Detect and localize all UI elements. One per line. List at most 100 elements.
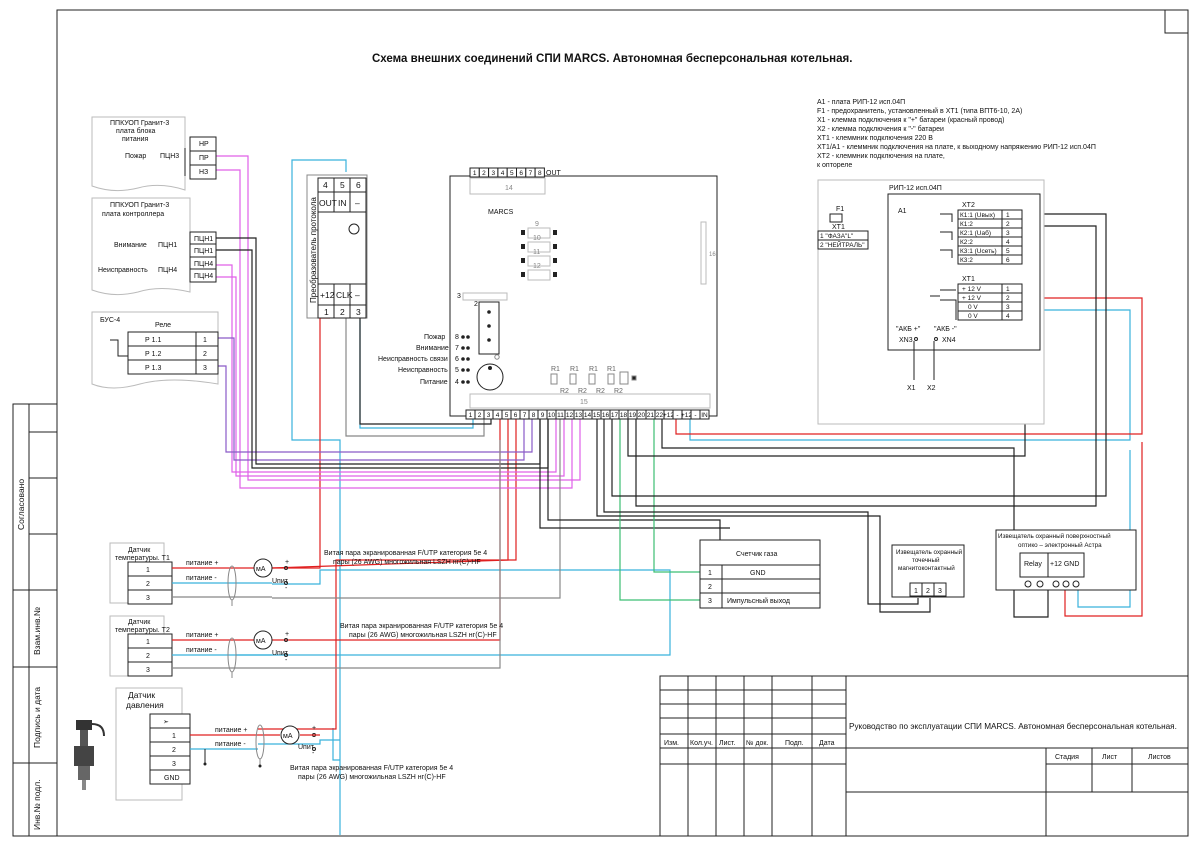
r2-label: R2 xyxy=(614,388,623,395)
astra-line: Извещатель охранный поверхностный xyxy=(998,532,1111,540)
conv-bot-num: 1 xyxy=(324,307,329,317)
gas-meter: Счетчик газа 1 GND 2 3 Импульсный выход xyxy=(699,539,821,609)
term-nz: НЗ xyxy=(199,169,208,176)
side-num: 16 xyxy=(709,252,716,258)
marcs-small-connectors: 9 10 11 12 xyxy=(521,221,557,281)
vert-num: 2 xyxy=(474,301,478,308)
relay-row-a: Р 1.1 xyxy=(145,337,161,344)
protocol-converter: Преобразователь протокола 4 5 6 OUT IN –… xyxy=(306,174,368,319)
led-label: Питание xyxy=(420,379,448,386)
t1-row: 3 xyxy=(146,595,150,602)
conv-label: Преобразователь протокола xyxy=(309,197,318,303)
pressure-sp: + xyxy=(312,725,316,732)
mag-line: точечный xyxy=(912,556,940,564)
temp-sensor-t2: Датчик температуры. Т2 1 2 3 питание + п… xyxy=(109,615,503,678)
conv-bot-label: CLK xyxy=(336,290,353,300)
pin-label: 15 xyxy=(593,412,601,419)
conv-bot-label: – xyxy=(355,290,360,300)
pin-label: 1 xyxy=(473,170,477,177)
gas-meter-name: Счетчик газа xyxy=(736,551,777,558)
conv-top-num: 4 xyxy=(323,180,328,190)
marcs-leds: Пожар Внимание Неисправность связи Неисп… xyxy=(378,334,470,386)
t1-name: температуры. Т1 xyxy=(115,555,170,562)
t1-u: Uпит xyxy=(272,578,289,585)
pin-label: 22 xyxy=(656,412,664,419)
xt1-num: 3 xyxy=(1006,304,1010,311)
pin-label: 4 xyxy=(501,170,505,177)
note-line: к оптореле xyxy=(817,162,852,169)
mag-line: Извещатель охранный xyxy=(896,548,963,556)
t2-minus: питание - xyxy=(186,647,217,654)
signal-fault: Неисправность xyxy=(98,267,148,274)
t2-plus: питание + xyxy=(186,632,218,639)
pressure-name: давления xyxy=(126,700,164,710)
xt2-num: 6 xyxy=(1006,257,1010,264)
pressure-name: Датчик xyxy=(128,690,155,700)
marcs-side-header: 16 xyxy=(700,221,716,285)
t1-row: 2 xyxy=(146,581,150,588)
f1-label: F1 xyxy=(836,206,844,213)
pin-label: 2 xyxy=(482,170,486,177)
xt2-row: К2:1 (Uаб) xyxy=(960,229,991,237)
relay-row-a: Р 1.2 xyxy=(145,351,161,358)
bus4-name: БУС-4 xyxy=(100,317,120,324)
pressure-transducer-icon xyxy=(74,720,105,790)
side-labels: Согласовано Взам.инв.№ Подпись и дата Ин… xyxy=(16,479,42,830)
akb-plus: "АКБ +" xyxy=(896,326,921,333)
t2-cable: Витая пара экранированная F/UTP категори… xyxy=(340,623,503,630)
t2-name: температуры. Т2 xyxy=(115,627,170,634)
mag-term: 1 xyxy=(914,588,918,595)
astra-detector: Извещатель охранный поверхностный оптико… xyxy=(995,529,1137,591)
xt1-num: 2 xyxy=(1006,295,1010,302)
relay-row-a: Р 1.3 xyxy=(145,365,161,372)
ppkuop-power-board: ППКУОП Гранит-3 плата блока питания Пожа… xyxy=(91,116,217,192)
stamp-col: Подп. xyxy=(785,740,804,747)
mag-term: 3 xyxy=(938,588,942,595)
rip-a1: А1 xyxy=(898,208,907,215)
pin-label: 7 xyxy=(523,412,527,419)
t2-row: 2 xyxy=(146,653,150,660)
led-num: 6 xyxy=(455,356,459,363)
hdr-num: 3 xyxy=(457,293,461,300)
ppkuop-controller-board: ППКУОП Гранит-3 плата контроллера Вниман… xyxy=(91,197,217,296)
t2-sp: + xyxy=(285,631,289,638)
pressure-cable: пары (26 AWG) многожильная LSZH нг(С)-HF xyxy=(298,774,446,781)
astra-power: +12 GND xyxy=(1050,561,1079,568)
conv-top-num: 6 xyxy=(356,180,361,190)
xt1-num: 1 xyxy=(1006,286,1010,293)
rip-xt1: ХТ1 xyxy=(962,276,975,283)
bus4-block: БУС-4 Реле Р 1.1 1 Р 1.2 2 Р 1.3 3 xyxy=(91,311,219,389)
relay-row-b: 3 xyxy=(203,365,207,372)
pin-label: 17 xyxy=(611,412,619,419)
conv-bot-num: 3 xyxy=(356,307,361,317)
ppkuop1-sub1: плата блока xyxy=(116,127,156,135)
gas-row-num: 2 xyxy=(708,584,712,591)
stamp-sheet: Лист xyxy=(1102,754,1118,761)
fuse-row: 2 "НЕЙТРАЛЬ" xyxy=(820,240,865,249)
mag-line: магнитоконтактный xyxy=(898,564,955,572)
stamp-stage: Стадия xyxy=(1055,754,1079,761)
stamp-sheets: Листов xyxy=(1148,754,1171,761)
pressure-minus: питание - xyxy=(215,741,246,748)
pin-label: 21 xyxy=(647,412,655,419)
led-label: Внимание xyxy=(416,345,449,352)
side-inv-orig: Инв.№ подл. xyxy=(32,779,42,830)
t1-name: Датчик xyxy=(128,547,151,554)
r1-label: R1 xyxy=(551,366,560,373)
pin-label: 1 xyxy=(469,412,473,419)
astra-line: оптико – электронный Астра xyxy=(1018,541,1102,549)
stamp-col: Кол.уч. xyxy=(690,740,713,747)
marcs-bottom-num: 15 xyxy=(580,399,588,406)
pin-label: 5 xyxy=(510,170,514,177)
xt2-num: 1 xyxy=(1006,212,1010,219)
gas-row-label: Импульсный выход xyxy=(727,597,790,605)
xt2-row: К3:2 xyxy=(960,257,973,264)
led-num: 7 xyxy=(455,345,459,352)
xt1-num: 4 xyxy=(1006,313,1010,320)
gas-row-num: 3 xyxy=(708,598,712,605)
pin-label: 9 xyxy=(541,412,545,419)
r2-label: R2 xyxy=(578,388,587,395)
xt1-row: + 12 V xyxy=(962,286,982,293)
